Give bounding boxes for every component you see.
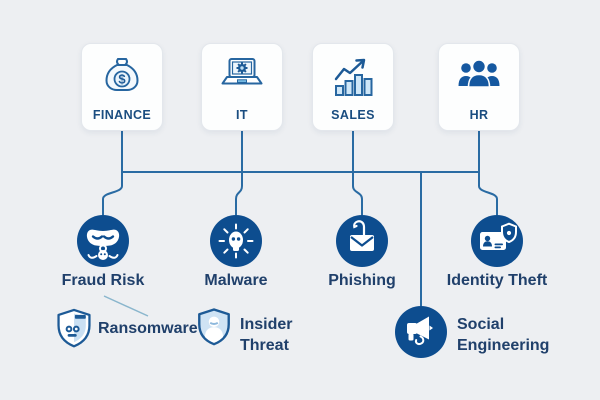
risk-node-malware — [210, 215, 262, 267]
identity-drop-line — [478, 172, 498, 215]
card-sales: SALES — [312, 43, 394, 131]
risk-label-phishing: Phishing — [328, 272, 396, 289]
dept-label-hr: HR — [469, 108, 489, 122]
megaphone-hook-icon — [407, 316, 433, 346]
risk-node-phishing — [336, 215, 388, 267]
malware-skull-icon — [218, 223, 254, 259]
insider-threat-shield-icon — [198, 308, 230, 346]
insider-threat-line2: Threat — [240, 337, 289, 354]
fraud-ransomware-diagonal-line — [103, 295, 149, 317]
ransomware-node — [54, 306, 94, 352]
people-group-icon — [458, 59, 500, 88]
phishing-hook-email-icon — [350, 220, 374, 251]
card-finance: $ FINANCE — [81, 43, 163, 131]
fraud-mask-icon — [86, 229, 120, 260]
card-it: IT — [201, 43, 283, 131]
dept-label-it: IT — [236, 108, 248, 122]
dept-label-finance: FINANCE — [92, 108, 152, 122]
money-bag-icon: $ — [105, 58, 139, 91]
svg-text:$: $ — [118, 72, 126, 87]
social-engineering-line2: Engineering — [457, 337, 550, 354]
phishing-drop-line — [352, 172, 363, 215]
risk-label-fraud: Fraud Risk — [61, 272, 145, 289]
sub-risk-label-insider-threat: Insider Threat — [240, 314, 292, 356]
risk-label-identity-theft: Identity Theft — [446, 272, 548, 289]
sub-risk-label-ransomware: Ransomware — [98, 320, 198, 337]
ransomware-shield-icon — [57, 308, 91, 348]
risk-node-fraud — [77, 215, 129, 267]
insider-threat-node — [195, 306, 233, 350]
risk-node-identity-theft — [471, 215, 523, 267]
insider-threat-line1: Insider — [240, 316, 293, 333]
laptop-gear-icon — [221, 58, 263, 85]
id-card-shield-icon — [480, 222, 517, 250]
social-engineering-node — [395, 306, 447, 358]
risk-label-malware: Malware — [204, 272, 268, 289]
bar-chart-growth-icon — [334, 58, 373, 96]
dept-label-sales: SALES — [331, 108, 375, 122]
social-engineering-line1: Social — [457, 316, 505, 333]
card-hr: HR — [438, 43, 520, 131]
sub-risk-label-social-engineering: Social Engineering — [457, 314, 549, 356]
malware-drop-line — [235, 172, 243, 215]
fraud-drop-line — [102, 172, 123, 215]
